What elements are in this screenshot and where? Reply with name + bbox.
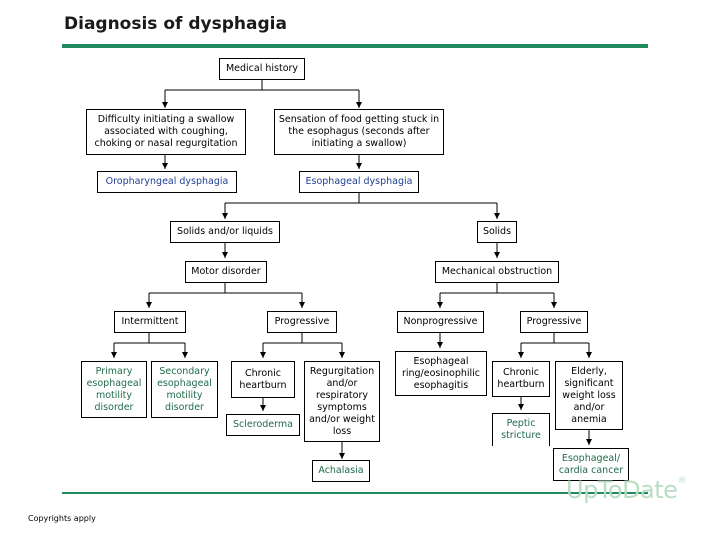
node-achalasia: Achalasia xyxy=(312,460,370,482)
logo-registered-mark: ® xyxy=(677,476,686,486)
page-title: Diagnosis of dysphagia xyxy=(64,14,287,34)
node-nonprogressive: Nonprogressive xyxy=(397,311,484,333)
node-motor-disorder: Motor disorder xyxy=(185,261,267,283)
node-chronic-heartburn-motor: Chronic heartburn xyxy=(231,361,295,398)
node-oropharyngeal-dysphagia: Oropharyngeal dysphagia xyxy=(97,171,237,193)
node-progressive-motor: Progressive xyxy=(267,311,337,333)
uptodate-logo: UpToDate® xyxy=(566,476,686,504)
node-peptic-stricture: Peptic stricture xyxy=(492,413,550,446)
node-scleroderma: Scleroderma xyxy=(226,414,300,436)
node-esophageal-cardia-cancer: Esophageal/ cardia cancer xyxy=(553,448,629,481)
node-regurgitation-symptoms: Regurgitation and/or respiratory symptom… xyxy=(304,361,380,442)
node-intermittent: Intermittent xyxy=(114,311,186,333)
node-esophageal-ring: Esophageal ring/eosinophilic esophagitis xyxy=(395,351,487,396)
copyright-note: Copyrights apply xyxy=(28,514,96,523)
node-solids: Solids xyxy=(477,221,517,243)
bottom-divider xyxy=(62,492,648,494)
top-divider xyxy=(62,44,648,48)
node-medical-history: Medical history xyxy=(219,58,305,80)
node-elderly-weight-loss: Elderly, significant weight loss and/or … xyxy=(555,361,623,430)
node-sensation-food-stuck: Sensation of food getting stuck in the e… xyxy=(274,109,444,155)
node-difficulty-initiating-swallow: Difficulty initiating a swallow associat… xyxy=(86,109,246,155)
logo-text: UpToDate xyxy=(566,476,678,504)
node-primary-motility-disorder: Primary esophageal motility disorder xyxy=(81,361,147,418)
node-esophageal-dysphagia: Esophageal dysphagia xyxy=(299,171,419,193)
node-progressive-mechanical: Progressive xyxy=(520,311,588,333)
node-mechanical-obstruction: Mechanical obstruction xyxy=(435,261,559,283)
node-secondary-motility-disorder: Secondary esophageal motility disorder xyxy=(151,361,218,418)
node-chronic-heartburn-mechanical: Chronic heartburn xyxy=(492,361,550,397)
node-solids-and-liquids: Solids and/or liquids xyxy=(170,221,280,243)
